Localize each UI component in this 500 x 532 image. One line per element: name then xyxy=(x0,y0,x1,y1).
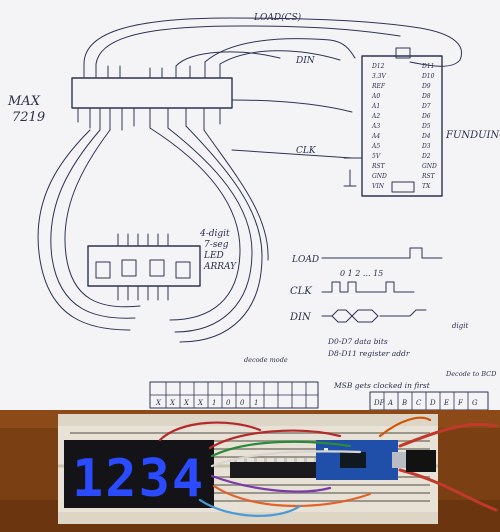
svg-text:A4: A4 xyxy=(371,133,380,140)
paper-sheet xyxy=(0,0,500,410)
svg-text:LOAD: LOAD xyxy=(291,255,319,265)
signal-clk-label: CLK xyxy=(296,146,317,156)
chip-label-7219: 7219 xyxy=(12,110,45,125)
svg-text:D: D xyxy=(429,399,436,407)
svg-text:DP: DP xyxy=(373,399,385,407)
svg-text:GND: GND xyxy=(422,163,437,170)
svg-text:C: C xyxy=(416,399,422,407)
svg-text:ARRAY: ARRAY xyxy=(203,262,237,272)
svg-text:D5: D5 xyxy=(421,123,431,130)
svg-text:A2: A2 xyxy=(371,113,380,120)
svg-text:5V: 5V xyxy=(372,153,381,160)
svg-text:TX: TX xyxy=(422,183,431,190)
svg-text:D10: D10 xyxy=(421,73,435,80)
svg-text:D8: D8 xyxy=(421,93,431,100)
svg-text:1: 1 xyxy=(212,399,216,407)
svg-text:0: 0 xyxy=(226,399,231,407)
svg-text:VIN: VIN xyxy=(372,183,385,190)
usb-cable xyxy=(406,450,436,472)
funduino-outline xyxy=(361,55,443,197)
svg-text:D7: D7 xyxy=(421,103,431,110)
svg-text:RST: RST xyxy=(421,173,436,180)
hand-sketch: MAX 7219 LOAD(CS) DIN C xyxy=(7,12,500,411)
svg-text:A0: A0 xyxy=(371,93,380,100)
svg-text:3.3V: 3.3V xyxy=(372,73,387,80)
led-digits: 1234 xyxy=(72,449,205,509)
note-register: D8-D11 register addr xyxy=(327,349,410,358)
svg-text:1: 1 xyxy=(254,399,258,407)
svg-text:X: X xyxy=(197,399,204,407)
chip-label-max: MAX xyxy=(7,94,41,109)
max7219-chip xyxy=(230,462,320,478)
svg-text:CLK: CLK xyxy=(290,286,312,297)
svg-text:D6: D6 xyxy=(421,113,431,120)
signal-load-cs: LOAD(CS) xyxy=(253,12,302,23)
svg-text:DIN: DIN xyxy=(289,312,312,323)
svg-text:D9: D9 xyxy=(421,83,431,90)
svg-text:GND: GND xyxy=(372,173,387,180)
svg-text:A3: A3 xyxy=(371,123,380,130)
svg-text:A1: A1 xyxy=(371,103,380,110)
svg-text:X: X xyxy=(169,399,176,407)
timing-diagram: LOAD 0 1 2 ... 15 CLK DIN xyxy=(289,247,443,323)
svg-text:X: X xyxy=(183,399,190,407)
display-sketch-outline xyxy=(87,245,201,287)
note-digit: digit xyxy=(452,322,468,330)
note-decode-bcd: Decode to BCD xyxy=(445,370,497,378)
chip-outline xyxy=(71,77,233,109)
svg-text:D12: D12 xyxy=(371,63,385,70)
svg-text:D2: D2 xyxy=(421,153,431,160)
svg-text:0 1 2 ... 15: 0 1 2 ... 15 xyxy=(340,269,383,278)
svg-text:LED: LED xyxy=(203,251,224,261)
svg-text:D3: D3 xyxy=(421,143,431,150)
svg-text:B: B xyxy=(401,399,407,407)
svg-text:D4: D4 xyxy=(421,133,431,140)
note-msb: MSB gets clocked in first xyxy=(333,381,431,390)
svg-text:RST: RST xyxy=(371,163,386,170)
display-sketch-label: 4-digit 7-seg LED ARRAY xyxy=(199,229,237,272)
svg-text:7-seg: 7-seg xyxy=(204,240,229,250)
svg-text:A5: A5 xyxy=(371,143,380,150)
svg-text:D11: D11 xyxy=(421,63,434,70)
svg-text:X: X xyxy=(155,399,162,407)
svg-text:A: A xyxy=(387,399,393,407)
note-decode-mode: decode mode xyxy=(244,356,288,364)
svg-text:E: E xyxy=(443,399,449,407)
svg-text:G: G xyxy=(472,399,478,407)
signal-din-label: DIN xyxy=(295,56,316,66)
svg-text:4-digit: 4-digit xyxy=(199,229,230,239)
svg-text:F: F xyxy=(457,399,464,407)
photo-breadboard-region: 1234 xyxy=(0,410,500,532)
note-data-bits: D0-D7 data bits xyxy=(327,337,388,346)
led-display-module xyxy=(64,440,214,508)
funduino-label: FUNDUINO xyxy=(445,130,500,141)
svg-text:0: 0 xyxy=(240,399,245,407)
svg-text:REF: REF xyxy=(371,83,386,90)
